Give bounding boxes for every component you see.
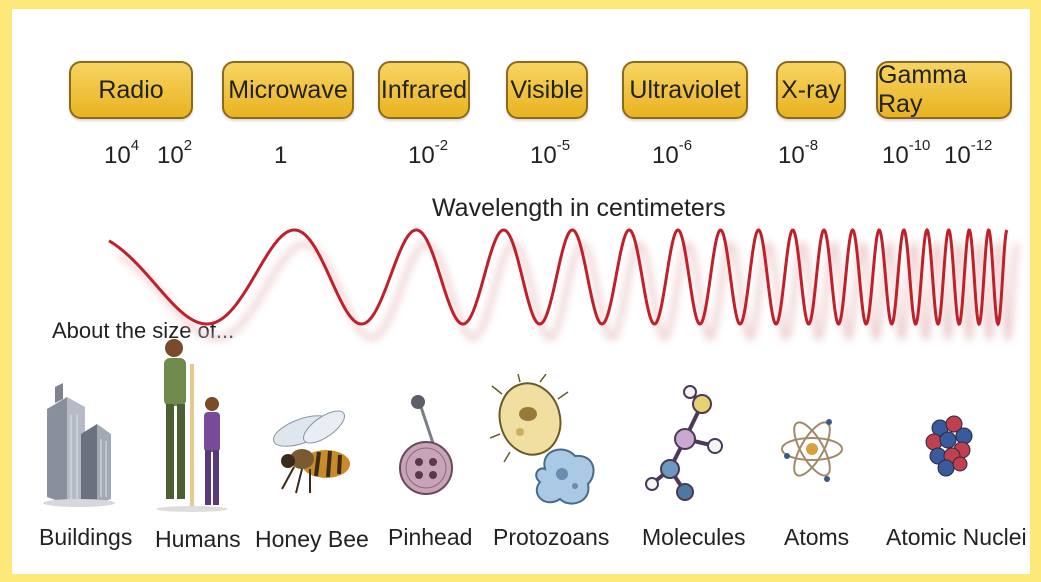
molecules-icon (640, 384, 730, 504)
atom-icon (777, 404, 847, 494)
buildings-icon (37, 379, 117, 509)
wave-shadow (119, 244, 1017, 338)
honey-bee-icon (264, 409, 364, 499)
protozoans-icon (490, 374, 600, 514)
object-label-buildings: Buildings (39, 524, 132, 551)
object-label-honey-bee: Honey Bee (255, 526, 369, 553)
object-label-pinhead: Pinhead (388, 524, 472, 551)
object-label-atomic-nuclei: Atomic Nuclei (886, 524, 1027, 551)
object-label-humans: Humans (155, 526, 241, 553)
pinhead-icon (392, 394, 462, 504)
object-label-atoms: Atoms (784, 524, 849, 551)
object-label-molecules: Molecules (642, 524, 746, 551)
humans-icon (152, 334, 232, 514)
diagram-panel: Radio Microwave Infrared Visible Ultravi… (12, 9, 1030, 574)
atomic-nuclei-icon (922, 414, 978, 480)
object-label-protozoans: Protozoans (493, 524, 609, 551)
